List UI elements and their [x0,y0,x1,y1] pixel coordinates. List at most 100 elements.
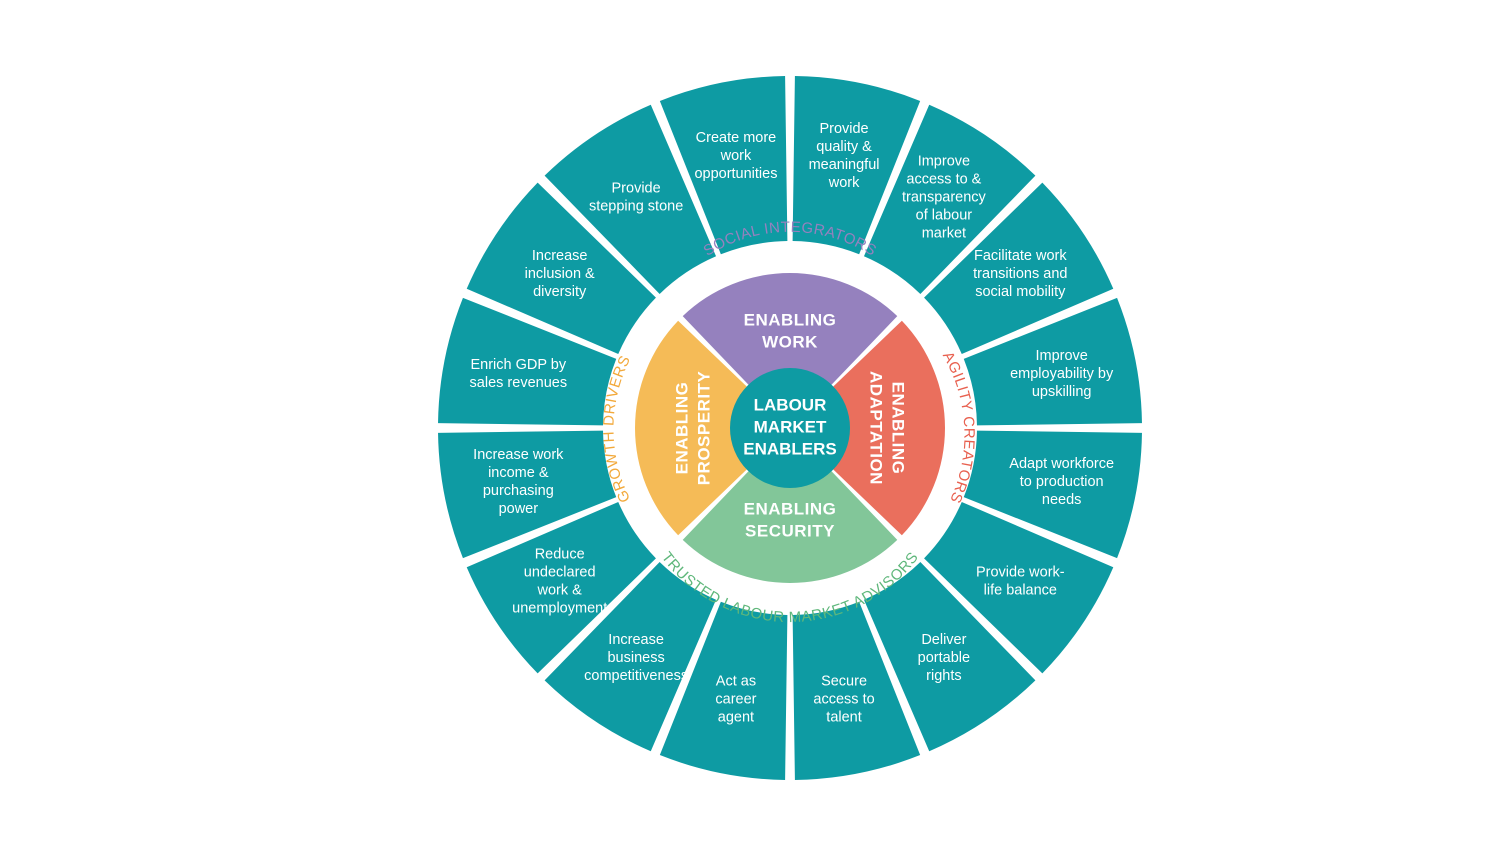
segment-label-line: portable [918,650,970,666]
segment-label: Increase inclusion & diversity [525,248,595,300]
segment-label-line: needs [1042,492,1082,508]
segment-label-line: rights [926,668,961,684]
quadrant-label-adaptation: ENABLINGADAPTATION [867,371,908,485]
segment-label-line: quality & [816,139,872,155]
quadrant-label-adaptation-line: ADAPTATION [867,371,886,485]
segment-label-line: power [499,501,539,517]
outer-segment [863,562,1036,752]
segment-label: Improve access to & transparency of labour m… [902,154,987,242]
segment-label-line: Provide [612,181,661,197]
segment-label-line: agent [718,710,754,726]
segment-label-line: unemployment [512,601,607,617]
segment-label: Provide work-life balance [976,565,1065,599]
quadrant-work [682,273,898,388]
segment-label-line: of labour [916,208,973,224]
segment-label-line: Deliver [921,632,966,648]
segment-label-line: access to [813,692,874,708]
segment-label-line: Provide work- [976,565,1065,581]
segment-label-line: diversity [533,284,587,300]
outer-segment [438,430,617,559]
quadrant-label-security-line: ENABLING [744,499,837,518]
outer-segment [466,501,656,674]
segment-label-line: purchasing [483,483,554,499]
outer-segment [924,182,1114,355]
segment-label-line: talent [826,710,861,726]
outer-segment [544,104,717,294]
segment-label: Secure access to talent [813,674,874,726]
segment-label-line: Provide [819,121,868,137]
segment-label-line: business [607,650,664,666]
segment-label: Improve employability by upskilling [1010,348,1114,400]
outer-segment [792,601,921,780]
segment-label-line: employability by [1010,366,1114,382]
segment-label-line: Improve [1035,348,1087,364]
segment-label: Increase business competitiveness [584,632,688,684]
quadrant-label-work-line: ENABLING [744,310,837,329]
segment-label-line: work & [537,583,583,599]
outer-segment [863,104,1036,294]
quadrant-label-security-line: SECURITY [745,521,835,540]
segment-label: Increase work income & purchasing power [473,447,564,517]
segment-label-line: career [715,692,756,708]
segment-label-line: social mobility [975,284,1066,300]
segment-label-line: Act as [716,674,756,690]
segment-label-line: upskilling [1032,384,1092,400]
quadrant-label-adaptation-line: ENABLING [889,382,908,475]
segment-label: Facilitate work transitions and social mob… [973,248,1067,300]
segment-label-line: competitiveness [584,668,688,684]
segment-label-line: income & [488,465,549,481]
outer-segment [924,501,1114,674]
segment-label-line: transitions and [973,266,1067,282]
segment-label-line: Increase [532,248,588,264]
segment-label-line: access to & [906,172,981,188]
center-title: LABOUR MARKET ENABLERS [743,395,837,458]
segment-label-line: undeclared [524,565,596,581]
segment-label-line: stepping stone [589,199,683,215]
segment-label-line: sales revenues [470,375,568,391]
quadrant-adaptation [830,320,945,536]
segment-label: Enrich GDP by sales revenues [470,357,568,391]
outer-segment [792,76,921,255]
outer-segment [438,297,617,426]
outer-segment [466,182,656,355]
segment-label: Act as career agent [715,674,756,726]
quadrant-label-work-line: WORK [762,332,818,351]
outer-segment [659,76,788,255]
quadrant-prosperity [635,320,750,536]
center-title-line: LABOUR [754,395,827,414]
segment-label-line: work [720,148,752,164]
segment-label-line: Enrich GDP by [470,357,566,373]
segment-label-line: Increase work [473,447,564,463]
outer-segment [963,297,1142,426]
outer-segment [963,430,1142,559]
segment-label-line: Improve [918,154,970,170]
center-title-line: ENABLERS [743,439,837,458]
segment-label-line: Facilitate work [974,248,1067,264]
segment-label-line: life balance [984,583,1057,599]
segment-label: Deliver portable rights [918,632,970,684]
segment-label-line: transparency [902,190,987,206]
segment-label-line: Reduce [535,547,585,563]
quadrant-label-prosperity-line: PROSPERITY [694,371,713,486]
segment-label-line: Secure [821,674,867,690]
segment-label-line: meaningful [809,157,880,173]
segment-label-line: Create more [696,130,777,146]
segment-label-line: Increase [608,632,664,648]
quadrant-security [682,468,898,583]
segment-label-line: inclusion & [525,266,595,282]
segment-label: Reduce undeclared work & unemployment [512,547,607,617]
segment-label-line: market [922,226,966,242]
outer-segment [659,601,788,780]
segment-label-line: to production [1020,474,1104,490]
quadrant-label-prosperity-line: ENABLING [672,382,691,475]
segment-label: Provide quality & meaningful work [809,121,880,191]
center-title-line: MARKET [754,417,827,436]
segment-label-line: work [828,175,860,191]
center-circle [730,368,850,488]
quadrant-label-security: ENABLING SECURITY [744,499,837,540]
